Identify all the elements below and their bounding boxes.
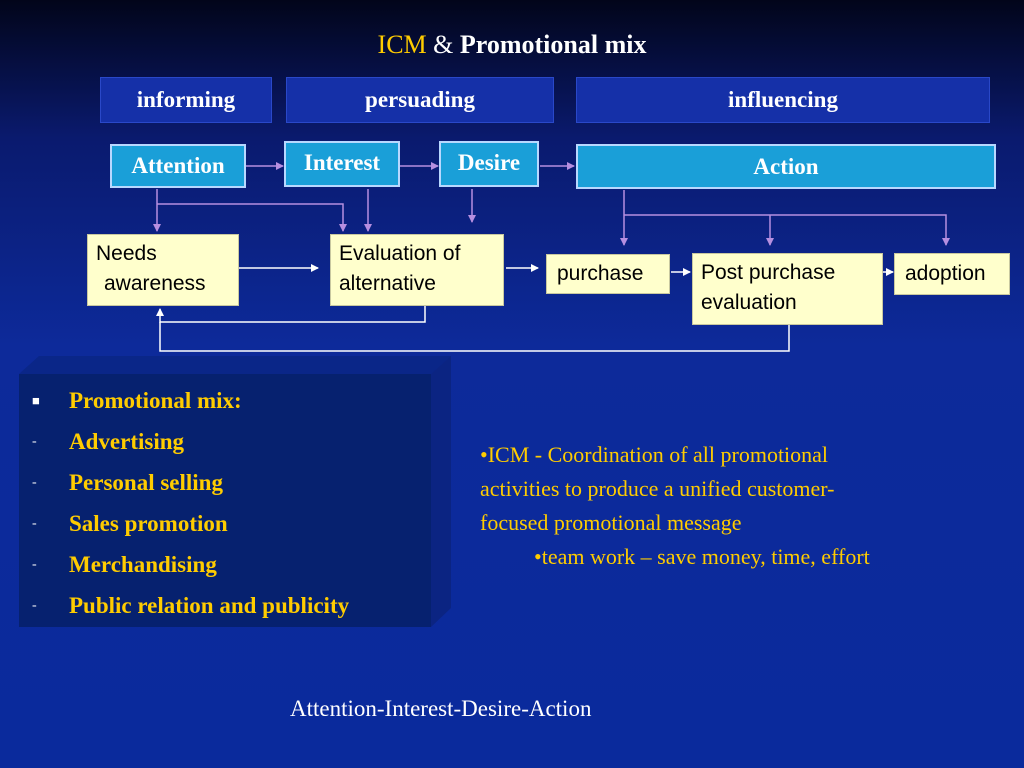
list-item: - Merchandising: [28, 544, 438, 585]
feedback-evaluation-needs: [156, 306, 426, 323]
stage-persuading: persuading: [286, 77, 554, 123]
bullet-square-icon: ■: [32, 393, 40, 408]
stage-informing: informing: [100, 77, 272, 123]
promo-mix-heading: ■ Promotional mix:: [28, 380, 438, 421]
box-needs-awareness: Needs awareness: [87, 234, 239, 306]
stage-influencing: influencing: [576, 77, 990, 123]
evaluation-line2: alternative: [339, 272, 436, 295]
aida-desire: Desire: [439, 141, 539, 187]
list-item-label: Sales promotion: [69, 511, 228, 536]
title-icm: ICM: [377, 30, 427, 59]
aida-action: Action: [576, 144, 996, 189]
arrow-action-adoption: [624, 214, 950, 246]
list-item-label: Advertising: [69, 429, 184, 454]
page-title: ICM & Promotional mix: [0, 30, 1024, 60]
feedback-post-needs: [159, 322, 790, 352]
icm-definition: •ICM - Coordination of all promotional a…: [480, 438, 980, 540]
title-amp: &: [433, 30, 454, 59]
icm-teamwork-note: •team work – save money, time, effort: [534, 544, 870, 569]
list-item-label: Public relation and publicity: [69, 593, 350, 618]
dash-marker: -: [32, 557, 37, 572]
promo-mix-list: ■ Promotional mix: - Advertising - Perso…: [28, 380, 438, 626]
list-item: - Sales promotion: [28, 503, 438, 544]
icm-line2: activities to produce a unified customer…: [480, 476, 835, 501]
box-adoption: adoption: [894, 253, 1010, 295]
list-item: - Personal selling: [28, 462, 438, 503]
box-evaluation: Evaluation of alternative: [330, 234, 504, 306]
icm-line1: •ICM - Coordination of all promotional: [480, 442, 829, 467]
list-item-label: Personal selling: [69, 470, 223, 495]
post-line1: Post purchase: [701, 261, 836, 284]
box-post-purchase: Post purchase evaluation: [692, 253, 883, 325]
evaluation-line1: Evaluation of: [339, 242, 461, 265]
arrow-attention-evaluation: [157, 203, 347, 232]
aida-footer-caption: Attention-Interest-Desire-Action: [290, 696, 592, 721]
dash-marker: -: [32, 516, 37, 531]
needs-line2: awareness: [104, 272, 206, 295]
box-purchase: purchase: [546, 254, 670, 294]
list-item: - Advertising: [28, 421, 438, 462]
icm-line3: focused promotional message: [480, 510, 742, 535]
post-line2: evaluation: [701, 291, 797, 314]
aida-interest: Interest: [284, 141, 400, 187]
list-item: - Public relation and publicity: [28, 585, 438, 626]
needs-line1: Needs: [96, 242, 157, 265]
dash-marker: -: [32, 434, 37, 449]
promo-mix-heading-text: Promotional mix:: [69, 388, 242, 413]
aida-attention: Attention: [110, 144, 246, 188]
dash-marker: -: [32, 598, 37, 613]
list-item-label: Merchandising: [69, 552, 217, 577]
dash-marker: -: [32, 475, 37, 490]
title-main: Promotional mix: [459, 30, 647, 59]
